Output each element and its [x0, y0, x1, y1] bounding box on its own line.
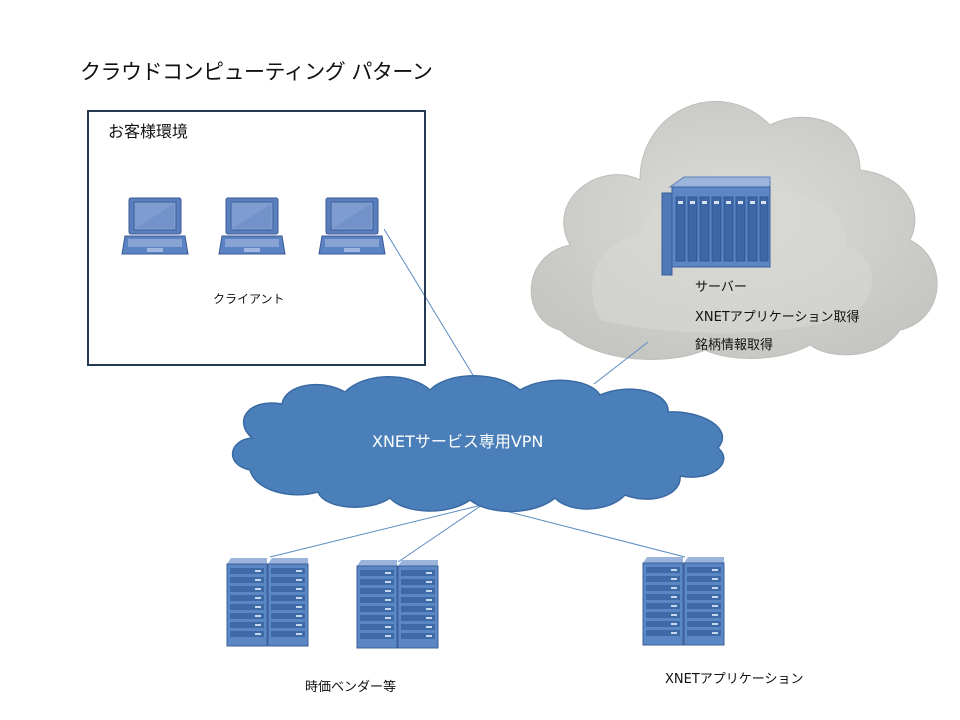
line-client-vpn [383, 228, 483, 391]
vendor-server-group-2 [356, 559, 439, 649]
line-vpn-vendor1 [269, 504, 483, 558]
customer-environment-label: お客様環境 [108, 122, 189, 141]
cloud-server-label: サーバー [695, 280, 747, 295]
vpn-label: XNETサービス専用VPN [372, 432, 544, 451]
server-rack-icon [683, 556, 725, 646]
connection-lines [269, 228, 686, 563]
line-vpn-xnetapp [481, 504, 686, 558]
server-rack-icon [642, 556, 684, 646]
vendor-label: 時価ベンダー等 [305, 680, 397, 695]
xnet-app-server-group [642, 556, 725, 646]
vendor-server-group-1 [226, 557, 309, 647]
client-label: クライアント [213, 292, 285, 306]
customer-environment-box [87, 110, 426, 366]
server-rack-icon [226, 557, 268, 647]
cloud-server-icon [661, 176, 771, 276]
cloud-server-function-quotes: 銘柄情報取得 [695, 338, 774, 353]
xnet-app-label: XNETアプリケーション [665, 672, 804, 687]
server-rack-icon [267, 557, 309, 647]
cloud-server-function-app: XNETアプリケーション取得 [695, 310, 860, 325]
server-rack-icon [397, 559, 439, 649]
line-cloud-vpn [593, 341, 649, 385]
line-vpn-vendor2 [397, 504, 483, 563]
diagram-title: クラウドコンピューティング パターン [80, 60, 433, 84]
vpn-cloud [231, 375, 725, 513]
server-rack-icon [356, 559, 398, 649]
